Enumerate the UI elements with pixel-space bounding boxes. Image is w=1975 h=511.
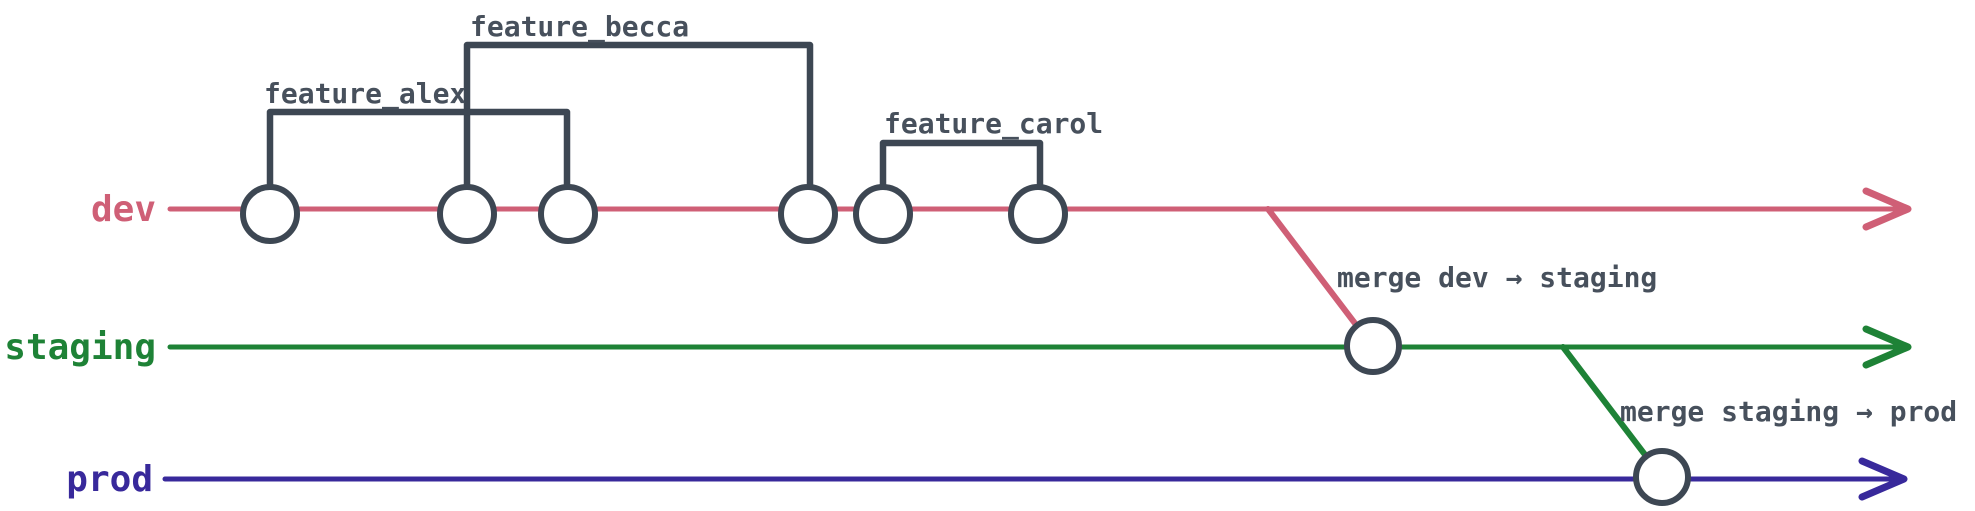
feature-carol-bracket <box>879 139 1044 191</box>
prod-arrow-icon <box>1858 457 1908 501</box>
commit-node <box>778 184 838 244</box>
staging-branch: staging <box>4 317 1912 459</box>
branch-label-staging: staging <box>4 327 156 368</box>
merge-staging-to-prod-edge <box>1560 344 1649 459</box>
commit-node <box>538 184 598 244</box>
commit-node <box>1008 184 1068 244</box>
dev-arrow-icon <box>1862 187 1912 231</box>
staging-arrow-icon <box>1862 325 1912 369</box>
merge-commit-node-staging <box>1344 317 1402 375</box>
feature-alex-bracket <box>266 108 571 191</box>
merge-dev-to-staging-label: merge dev → staging <box>1337 261 1657 294</box>
branch-label-prod: prod <box>66 459 153 500</box>
dev-branch: dev <box>91 187 1912 329</box>
prod-branch: prod <box>66 448 1908 506</box>
commit-node <box>240 184 300 244</box>
feature-alex-label: feature_alex <box>264 77 466 110</box>
commit-node <box>853 184 913 244</box>
merge-commit-node-prod <box>1633 448 1691 506</box>
branch-label-dev: dev <box>91 189 156 230</box>
dev-commits <box>240 184 1068 244</box>
feature-becca-bracket <box>463 41 814 191</box>
feature-becca-label: feature_becca <box>470 10 689 43</box>
feature-carol-label: feature_carol <box>884 107 1103 140</box>
commit-node <box>437 184 497 244</box>
merge-staging-to-prod-label: merge staging → prod <box>1620 395 1957 428</box>
merge-dev-to-staging-edge <box>1265 206 1360 329</box>
feature-branches: feature_becca feature_alex feature_carol <box>264 10 1103 191</box>
